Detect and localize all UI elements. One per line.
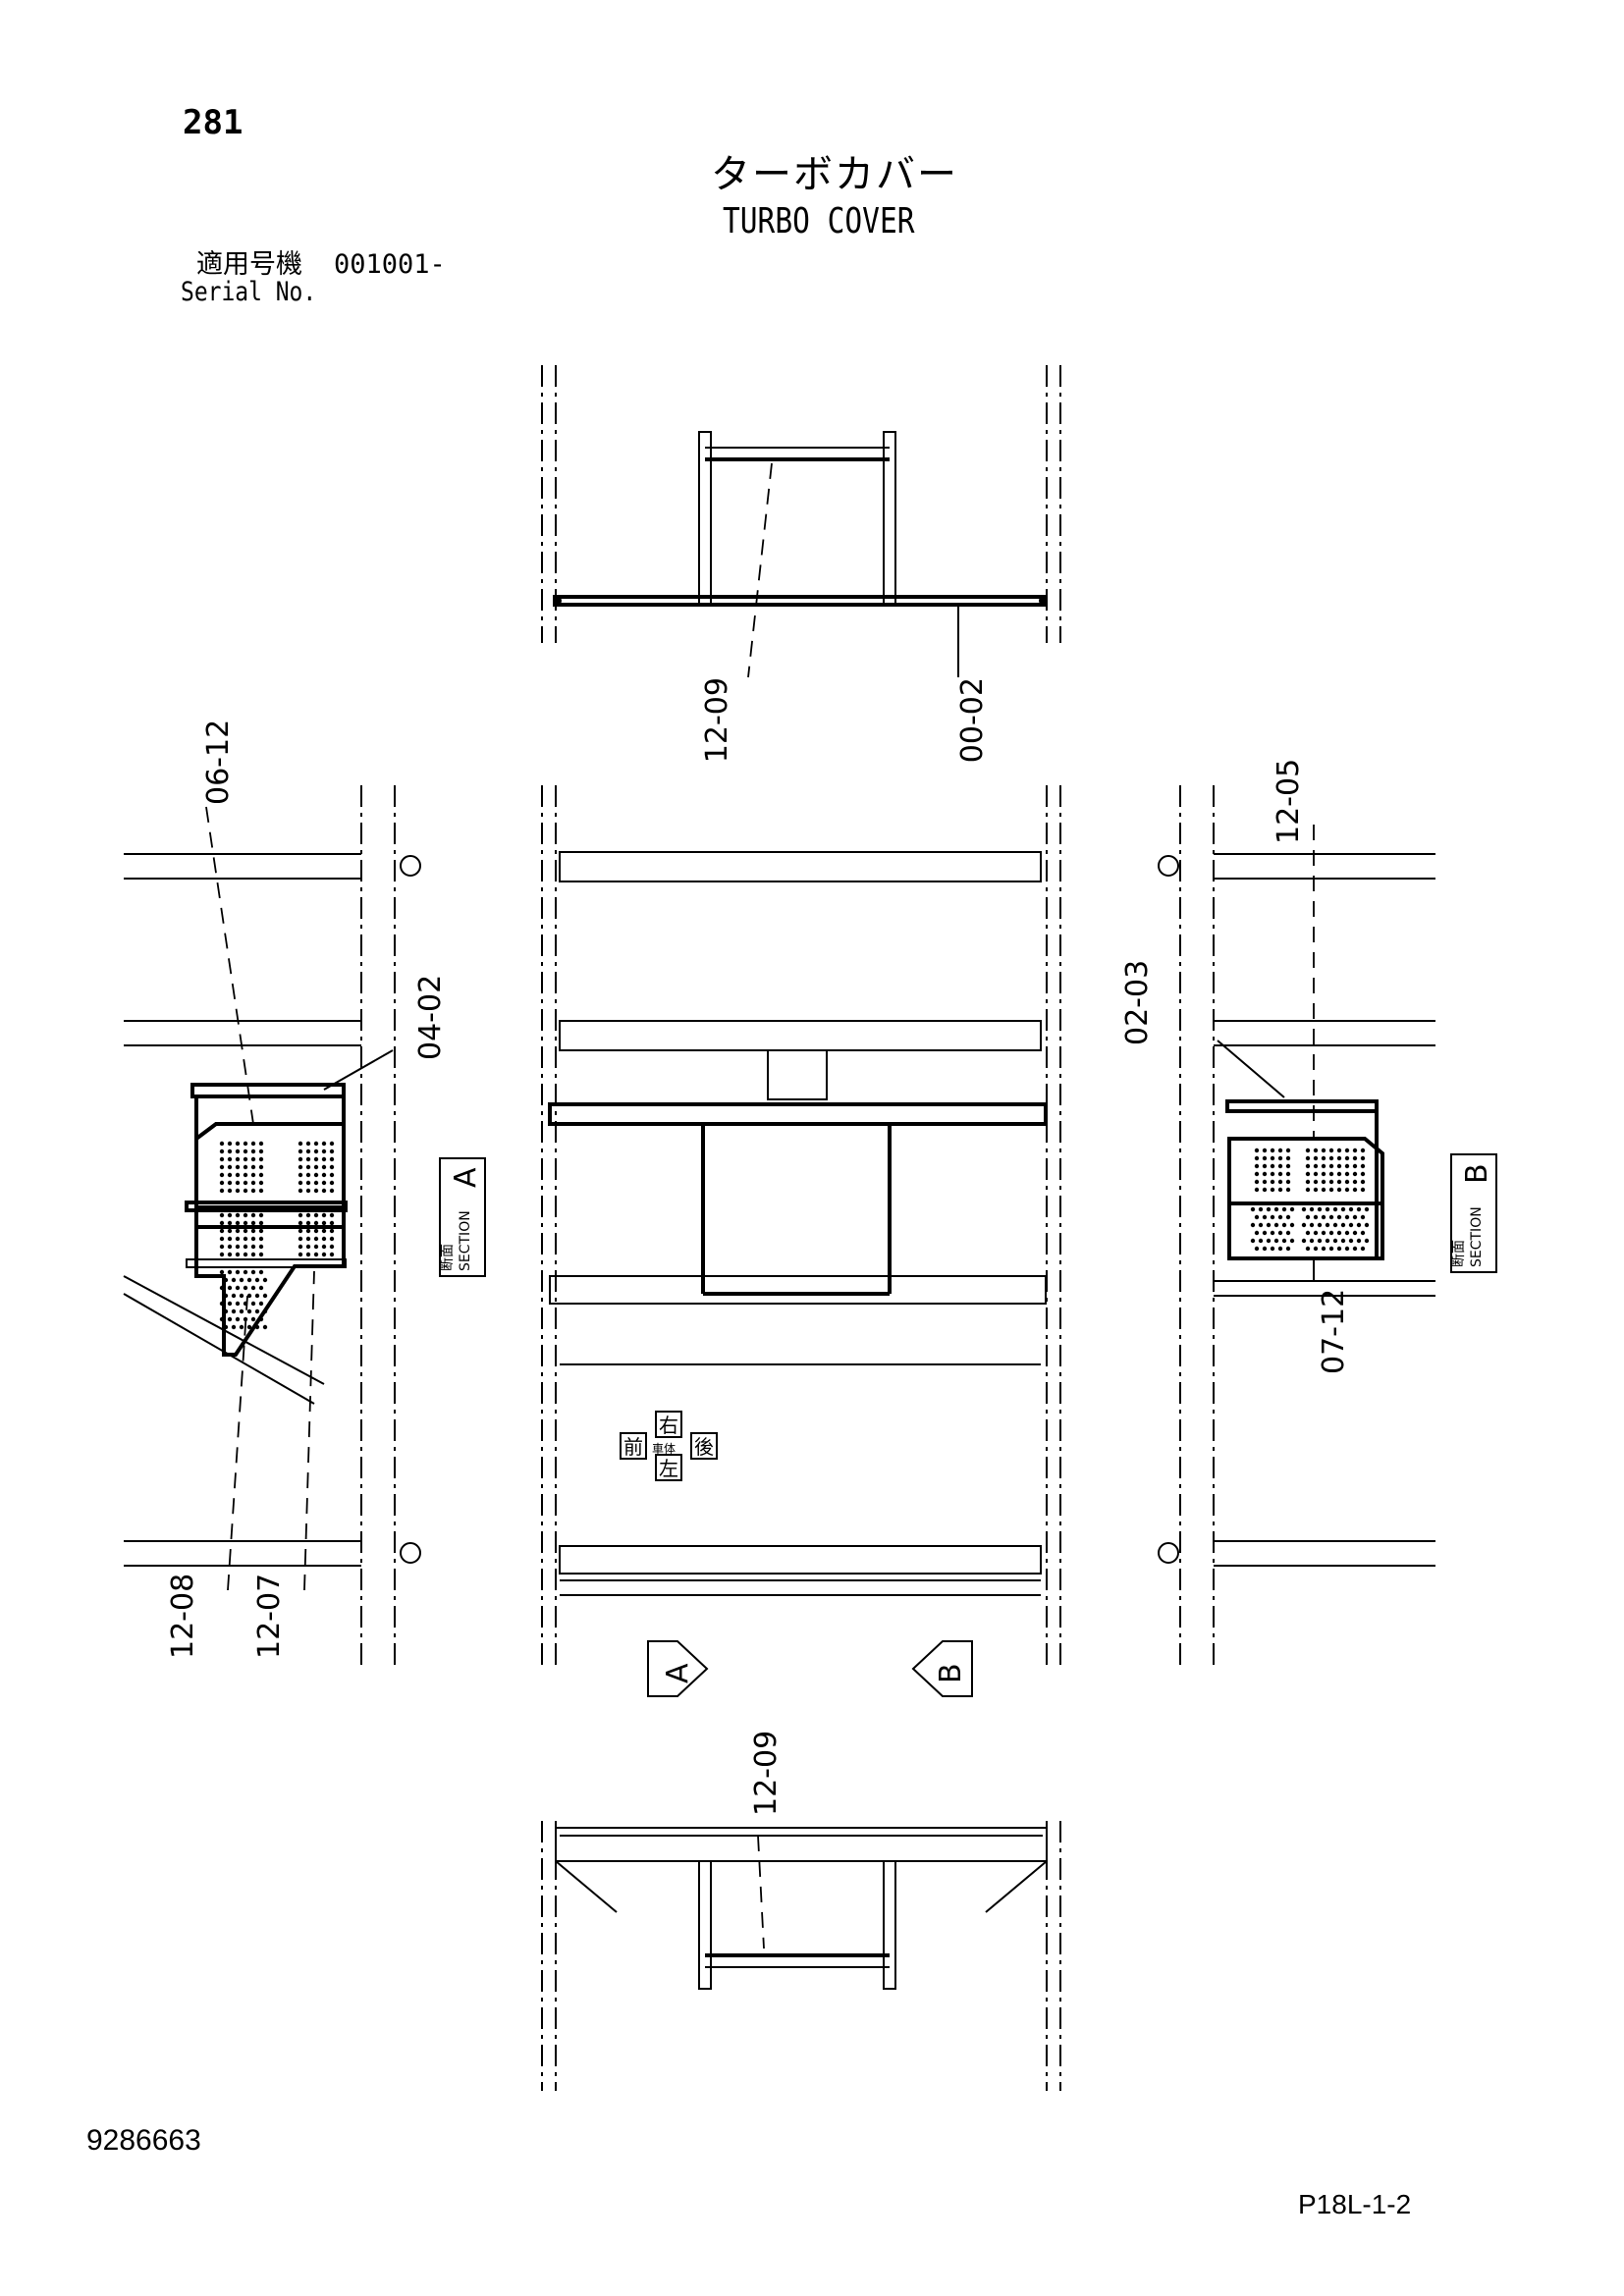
serial-label-japanese: 適用号機	[196, 249, 302, 280]
svg-text:車体: 車体	[652, 1442, 676, 1456]
section-a-marker: SECTION 断面 A	[439, 1157, 486, 1277]
document-number: 9286663	[86, 2124, 201, 2157]
section-b-view	[1158, 785, 1435, 1669]
svg-text:A: A	[449, 1167, 483, 1188]
label-12-07: 12-07	[252, 1574, 287, 1659]
svg-text:右: 右	[659, 1414, 678, 1437]
label-02-03: 02-03	[1120, 960, 1155, 1045]
section-b-marker: SECTION 断面 B	[1450, 1153, 1497, 1273]
label-12-05: 12-05	[1272, 759, 1306, 844]
section-a-view	[123, 785, 421, 1669]
svg-text:断面: 断面	[1451, 1240, 1467, 1267]
page-number: 281	[183, 103, 244, 142]
svg-text:B: B	[1460, 1163, 1494, 1184]
label-12-08: 12-08	[166, 1574, 200, 1659]
svg-text:B: B	[934, 1663, 968, 1683]
title-japanese: ターボカバー	[711, 152, 958, 197]
svg-text:左: 左	[659, 1457, 678, 1480]
svg-text:A: A	[661, 1663, 695, 1683]
title-english: TURBO COVER	[723, 201, 915, 241]
svg-text:前: 前	[623, 1435, 643, 1459]
svg-text:後: 後	[694, 1435, 714, 1459]
serial-label-english: Serial No.	[181, 277, 317, 307]
perforated-plate-a	[219, 1141, 335, 1330]
label-04-02: 04-02	[413, 975, 448, 1060]
page-code: P18L-1-2	[1298, 2189, 1412, 2219]
view-marker-b: B	[911, 1640, 973, 1697]
perforated-plate-b	[1250, 1148, 1370, 1252]
svg-text:SECTION: SECTION	[458, 1210, 473, 1271]
bottom-view	[541, 1821, 1061, 2091]
label-00-02: 00-02	[955, 677, 990, 763]
center-plan-view	[541, 785, 1061, 1669]
direction-indicator: 右 左 前 後 車体	[620, 1411, 718, 1481]
label-07-12: 07-12	[1317, 1289, 1351, 1374]
label-12-09-bottom: 12-09	[749, 1731, 784, 1816]
view-marker-a: A	[647, 1640, 709, 1697]
top-view	[541, 365, 1061, 678]
label-12-09-top: 12-09	[700, 677, 734, 763]
label-06-12: 06-12	[201, 720, 236, 805]
svg-text:SECTION: SECTION	[1469, 1206, 1485, 1267]
serial-value: 001001-	[334, 249, 446, 280]
svg-text:断面: 断面	[440, 1244, 456, 1271]
